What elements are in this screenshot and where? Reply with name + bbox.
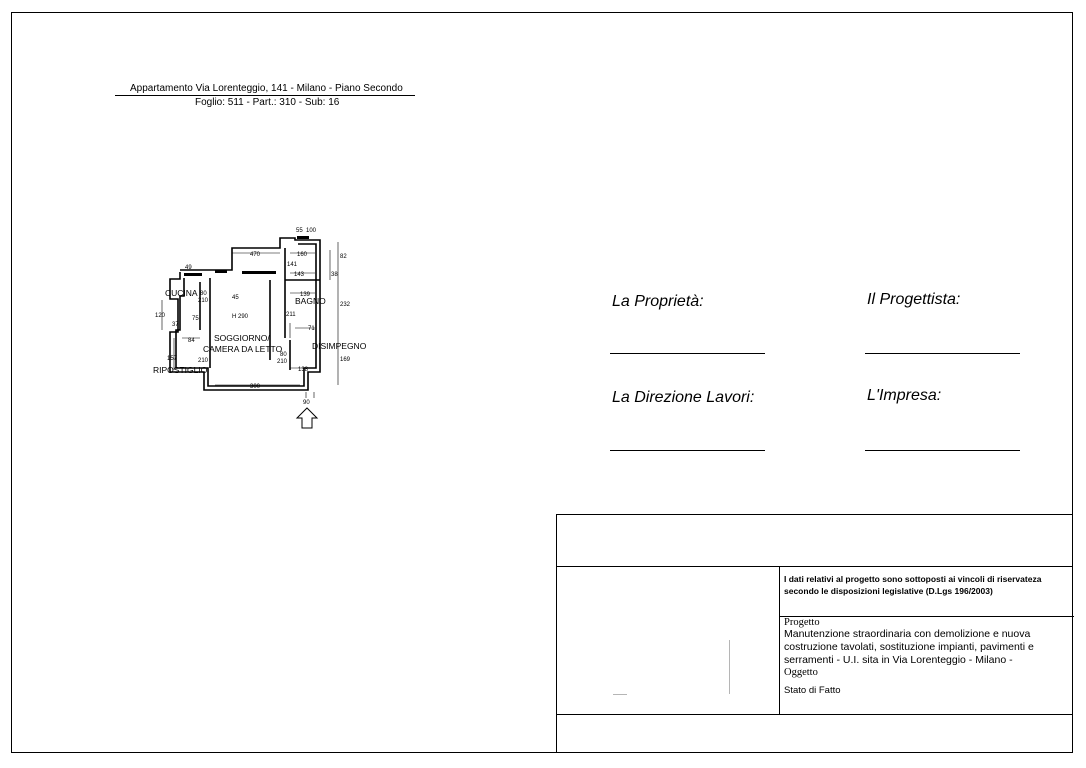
title-underline — [115, 95, 415, 96]
dim-label: 210 — [277, 359, 288, 365]
plan-window — [242, 271, 276, 274]
dim-label: 49 — [185, 265, 192, 271]
title-block-row-divider — [779, 616, 1074, 617]
floor-plan: CUCINA BAGNO SOGGIORNO/ CAMERA DA LETTO … — [153, 228, 367, 429]
oggetto-description: Stato di Fatto — [784, 685, 841, 696]
plan-window — [297, 236, 309, 239]
dim-label: 82 — [340, 254, 347, 260]
dim-label: 160 — [297, 252, 308, 258]
plan-outer-wall — [169, 237, 321, 391]
title-block-divider — [557, 566, 1072, 567]
dim-label: 470 — [250, 252, 261, 258]
dim-label: 45 — [232, 295, 239, 301]
signature-line-progettista — [865, 353, 1020, 354]
privacy-notice: I dati relativi al progetto sono sottopo… — [784, 574, 1042, 596]
dim-label: 37 — [172, 322, 179, 328]
entrance-arrow-icon — [295, 407, 319, 429]
dim-label: 120 — [155, 313, 166, 319]
title-block-divider — [557, 714, 1072, 715]
signature-label-direzione: La Direzione Lavori: — [612, 389, 755, 406]
logo-area-line — [613, 694, 627, 695]
plan-window — [215, 270, 227, 273]
signature-line-direzione — [610, 450, 765, 451]
dim-label: 139 — [300, 292, 311, 298]
dim-label: 300 — [250, 384, 261, 390]
dim-label: 80 — [280, 352, 287, 358]
dim-label: 90 — [303, 400, 310, 406]
dim-label: 71 — [308, 326, 315, 332]
signature-label-proprieta: La Proprietà: — [612, 293, 704, 310]
signature-label-progettista: Il Progettista: — [867, 291, 961, 308]
logo-area-line — [729, 640, 730, 694]
dim-label: 38 — [331, 272, 338, 278]
dim-label: 84 — [188, 338, 195, 344]
room-label-camera: CAMERA DA LETTO — [203, 344, 283, 354]
dim-label: 211 — [286, 312, 296, 318]
room-label-ripostiglio: RIPOSTIGLIO — [153, 365, 208, 375]
signature-line-proprieta — [610, 353, 765, 354]
dim-label: 232 — [340, 302, 351, 308]
dim-label: 100 — [306, 228, 317, 234]
title-block: I dati relativi al progetto sono sottopo… — [556, 514, 1074, 753]
drawing-title: Appartamento Via Lorenteggio, 141 - Mila… — [130, 83, 403, 94]
dim-label: 169 — [340, 357, 351, 363]
oggetto-label: Oggetto — [784, 667, 818, 678]
dim-label: 75 — [192, 316, 199, 322]
room-label-disimpegno: DISIMPEGNO — [312, 341, 367, 351]
room-label-cucina: CUCINA — [165, 288, 198, 298]
dim-label: 210 — [198, 298, 209, 304]
dim-label: 138 — [298, 367, 309, 373]
ceiling-height: H 290 — [232, 314, 249, 320]
signature-line-impresa — [865, 450, 1020, 451]
progetto-description: Manutenzione straordinaria con demolizio… — [784, 628, 1034, 666]
dim-label: 210 — [198, 358, 209, 364]
plan-inner-wall — [175, 243, 317, 387]
drawing-frame — [11, 12, 1073, 753]
title-block-column-divider — [779, 566, 780, 714]
dim-label: 141 — [287, 262, 298, 268]
room-label-bagno: BAGNO — [295, 296, 326, 306]
dim-label: 157 — [167, 356, 178, 362]
dim-label: 55 — [296, 228, 303, 234]
room-label-soggiorno: SOGGIORNO/ — [214, 333, 270, 343]
cadastral-reference: Foglio: 511 - Part.: 310 - Sub: 16 — [195, 97, 340, 108]
dim-label: 143 — [294, 272, 305, 278]
signature-label-impresa: L'Impresa: — [867, 387, 942, 404]
plan-window — [184, 273, 202, 276]
progetto-label: Progetto — [784, 617, 820, 628]
dim-label: 80 — [200, 291, 207, 297]
